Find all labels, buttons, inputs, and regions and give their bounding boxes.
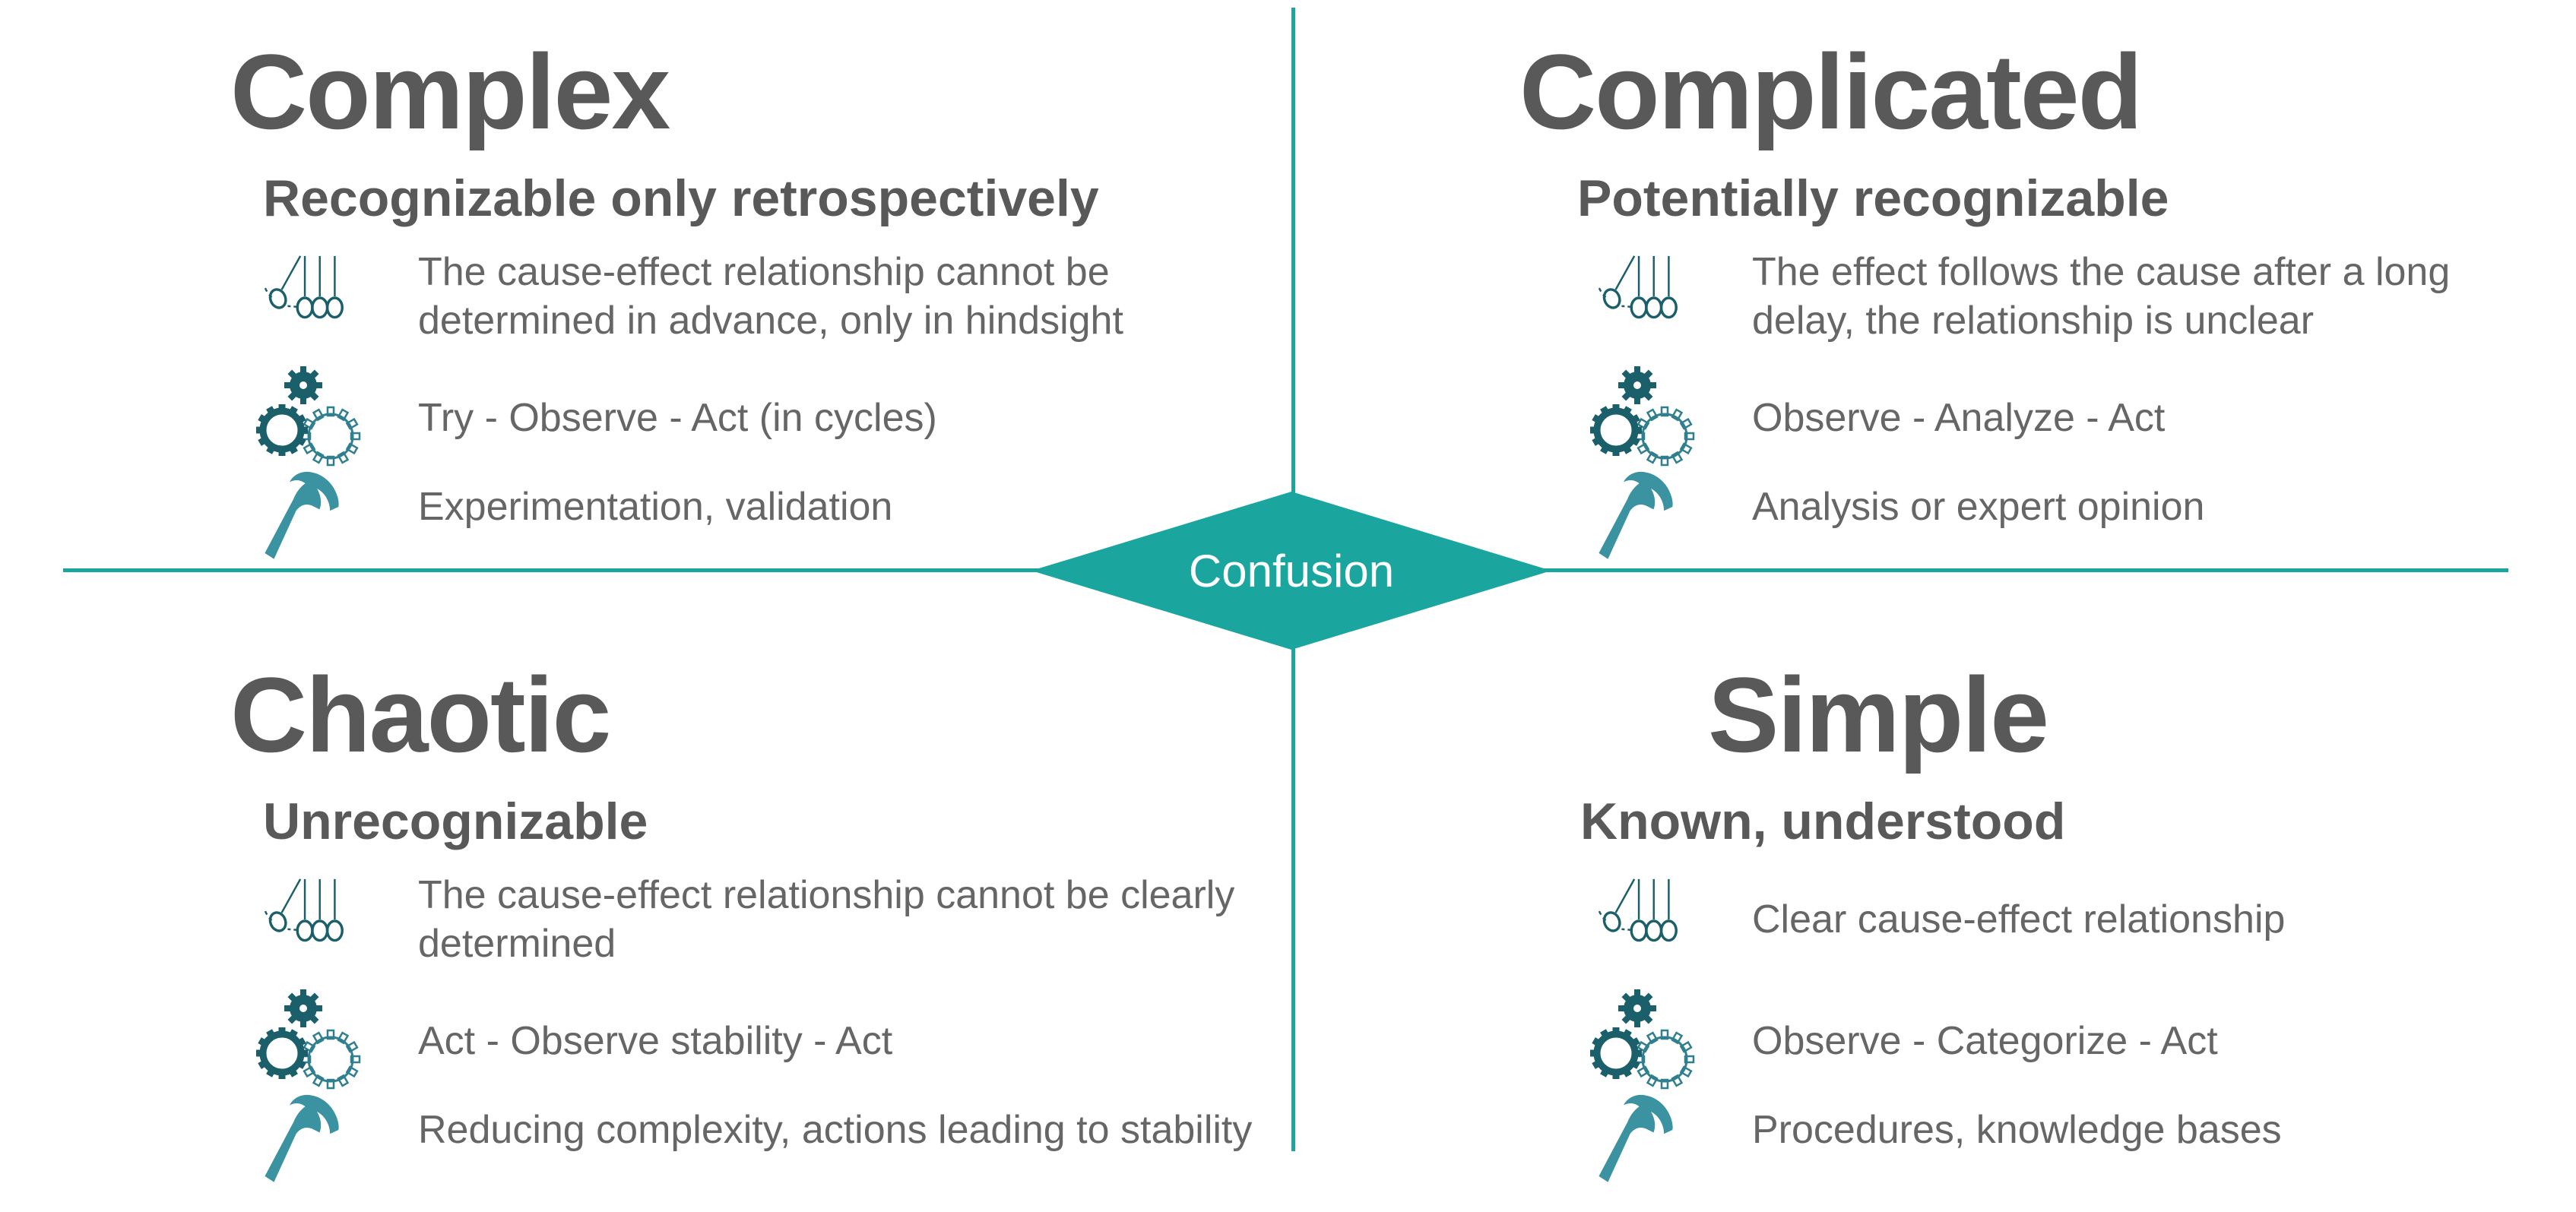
feature-text: Reducing complexity, actions leading to … [418, 1107, 1253, 1152]
hammer-icon [1585, 450, 1699, 564]
feature-row: Analysis or expert opinion [1585, 450, 2576, 564]
feature-text: The effect follows the cause after a lon… [1752, 249, 2451, 343]
quadrant-subtitle: Unrecognizable [263, 793, 648, 850]
quadrant-subtitle: Recognizable only retrospectively [263, 169, 1099, 227]
feature-row: Observe - Analyze - Act [1585, 365, 2576, 471]
quadrant-chaotic: Chaotic Unrecognizable The cause-effect … [230, 653, 1279, 1187]
feature-row: Reducing complexity, actions leading to … [251, 1073, 1279, 1187]
feature-text: Procedures, knowledge bases [1752, 1107, 2282, 1152]
feature-row: The cause-effect relationship cannot be … [251, 869, 1279, 970]
newtons-cradle-icon [1585, 252, 1699, 341]
quadrant-subtitle: Potentially recognizable [1577, 169, 2169, 227]
feature-row: The cause-effect relationship cannot be … [251, 246, 1249, 347]
quadrant-simple: Simple Known, understood Clear cause-eff… [1580, 653, 2576, 1187]
newtons-cradle-icon [251, 875, 365, 964]
quadrant-complicated: Complicated Potentially recognizable The… [1519, 30, 2576, 564]
feature-text: Try - Observe - Act (in cycles) [418, 395, 937, 440]
confusion-label: Confusion [1188, 545, 1395, 597]
newtons-cradle-icon [1585, 875, 1699, 964]
feature-row: Act - Observe stability - Act [251, 988, 1279, 1094]
hammer-icon [251, 1073, 365, 1187]
feature-row: The effect follows the cause after a lon… [1585, 246, 2576, 347]
hammer-icon [251, 450, 365, 564]
feature-row: Clear cause-effect relationship [1585, 869, 2576, 970]
feature-text: Analysis or expert opinion [1752, 484, 2205, 529]
hammer-icon [1585, 1073, 1699, 1187]
feature-row: Try - Observe - Act (in cycles) [251, 365, 1249, 471]
feature-text: Clear cause-effect relationship [1752, 897, 2286, 941]
feature-text: Observe - Analyze - Act [1752, 395, 2166, 440]
feature-text: The cause-effect relationship cannot be … [418, 249, 1123, 343]
feature-text: The cause-effect relationship cannot be … [418, 872, 1235, 966]
feature-text: Act - Observe stability - Act [418, 1018, 893, 1063]
quadrant-title: Complex [230, 32, 670, 151]
confusion-diamond: Confusion [1025, 487, 1557, 654]
feature-row: Observe - Categorize - Act [1585, 988, 2576, 1094]
quadrant-title: Simple [1708, 655, 2049, 774]
quadrant-title: Chaotic [230, 655, 611, 774]
feature-row: Procedures, knowledge bases [1585, 1073, 2576, 1187]
quadrant-title: Complicated [1519, 32, 2143, 151]
newtons-cradle-icon [251, 252, 365, 341]
feature-text: Observe - Categorize - Act [1752, 1018, 2218, 1063]
quadrant-complex: Complex Recognizable only retrospectivel… [230, 30, 1249, 564]
feature-row: Experimentation, validation [251, 450, 1249, 564]
diamond-shape [1031, 492, 1551, 650]
feature-text: Experimentation, validation [418, 484, 893, 529]
quadrant-subtitle: Known, understood [1580, 793, 2066, 850]
